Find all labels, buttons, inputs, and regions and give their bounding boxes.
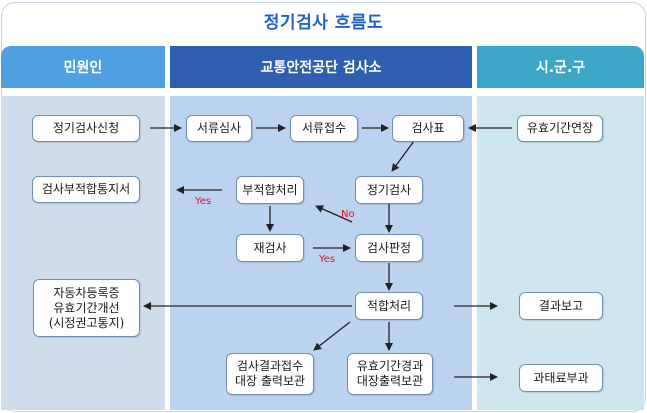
node-extension: 유효기간연장 bbox=[517, 115, 603, 142]
column-header-city: 시.군.구 bbox=[477, 46, 644, 88]
node-regular-inspection: 정기검사 bbox=[355, 176, 423, 204]
node-fail-notice: 검사부적합통지서 bbox=[32, 176, 140, 203]
node-inspection-sheet: 검사표 bbox=[392, 115, 464, 142]
label-yes-fail: Yes bbox=[195, 196, 212, 207]
node-result-report: 결과보고 bbox=[519, 292, 603, 320]
node-doc-receipt: 서류접수 bbox=[290, 115, 358, 142]
node-registration-update: 자동차등록증 유효기간개선 (시정권고통지) bbox=[33, 279, 140, 337]
arrow-sheet-to-regular bbox=[391, 140, 415, 172]
column-header-applicant: 민원인 bbox=[1, 46, 165, 88]
node-output-validity: 유효기간경과 대장출력보관 bbox=[347, 353, 433, 395]
node-reinspection: 재검사 bbox=[236, 234, 304, 262]
column-body-city bbox=[477, 96, 644, 410]
arrow-pass-to-output-result bbox=[313, 321, 351, 351]
label-no: No bbox=[341, 209, 355, 220]
column-body-applicant bbox=[1, 96, 165, 410]
node-output-result: 검사결과접수 대장 출력보관 bbox=[226, 353, 314, 395]
node-doc-review: 서류심사 bbox=[186, 115, 252, 142]
node-judgment: 검사판정 bbox=[355, 234, 423, 262]
node-penalty: 과태료부과 bbox=[519, 364, 603, 392]
node-pass-process: 적합처리 bbox=[355, 292, 423, 320]
node-apply: 정기검사신청 bbox=[32, 115, 140, 142]
label-yes-pass: Yes bbox=[319, 254, 336, 265]
diagram-title: 정기검사 흐름도 bbox=[263, 13, 384, 33]
arrow-regular-to-fail bbox=[315, 205, 353, 223]
node-fail-process: 부적합처리 bbox=[236, 176, 304, 204]
column-header-agency: 교통안전공단 검사소 bbox=[170, 46, 472, 88]
